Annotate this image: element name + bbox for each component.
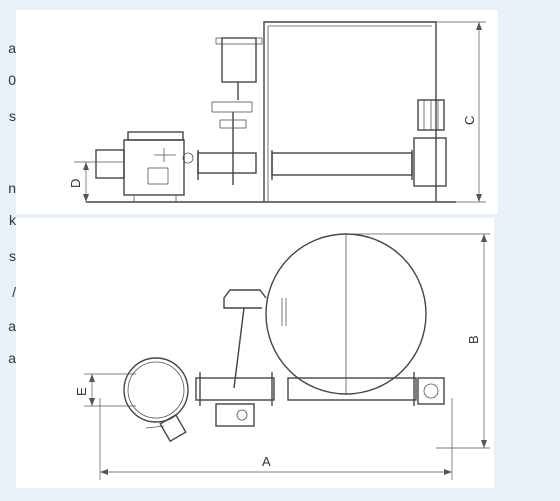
left-text-fragment: s [9,248,16,264]
control-cabinet [221,37,257,83]
right-background-strip [494,218,560,501]
top-view-drawing: A B E [74,233,490,480]
left-text-fragment: a [8,350,16,366]
left-text-fragment: n [8,180,16,196]
dimension-e-label: E [74,387,89,396]
burner-gauge [182,152,194,164]
valve [159,413,187,443]
left-text-fragment: s [9,108,16,124]
dimension-b-label: B [466,335,481,344]
burner-door [147,167,169,185]
support-bracket [211,101,253,113]
side-view-drawing: C D [68,21,486,203]
feed-tube-left [197,152,257,174]
motor-body [413,137,447,187]
feed-tube-plan-right [287,377,417,401]
hopper-outline [263,21,437,202]
left-text-fragment: a [8,318,16,334]
control-box-plan [215,403,255,427]
burner-lid [127,131,184,141]
dimension-a-label: A [262,454,271,469]
burner-circle [123,357,189,423]
left-text-fragment: a [8,40,16,56]
motor-plan [417,377,445,405]
left-text-fragment: 0 [8,72,16,88]
lid-handle [223,289,267,309]
left-text-fragment: k [9,212,16,228]
dimension-d-label: D [68,179,83,188]
burner-flange [95,149,125,179]
side-view-panel: C D [16,10,498,214]
top-view-panel: A B E [16,218,494,488]
burner-body [123,139,185,196]
left-text-fragment: / [12,284,16,300]
feed-tube-right [271,152,413,176]
left-text-column: a 0 s n k s / a a [0,0,16,501]
dimension-c-label: C [462,116,477,125]
